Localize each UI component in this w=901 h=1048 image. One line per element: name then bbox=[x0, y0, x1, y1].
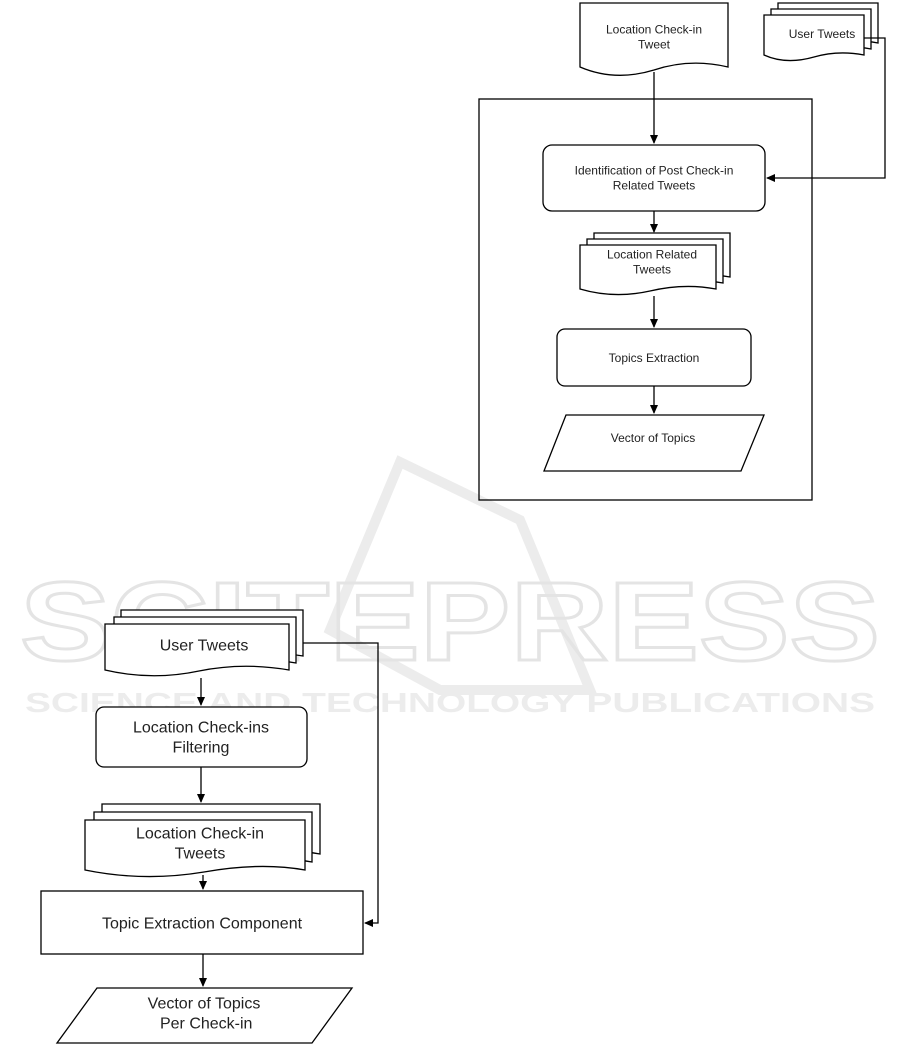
location-related-tweets-doc bbox=[579, 232, 731, 296]
bottom-user-tweets-label: User Tweets bbox=[160, 638, 249, 655]
arrow-usertweets-to-identification bbox=[766, 37, 886, 182]
location-checkin-tweet-doc bbox=[579, 2, 729, 76]
watermark-logo bbox=[323, 455, 598, 695]
vector-of-topics-shape bbox=[543, 414, 765, 472]
top-container-box bbox=[478, 98, 813, 501]
vector-per-checkin-label: Vector of Topics Per Check-in bbox=[148, 996, 261, 1033]
checkin-tweets-doc bbox=[84, 803, 321, 878]
topic-extraction-component-box bbox=[40, 890, 364, 955]
topic-extraction-component-label: Topic Extraction Component bbox=[102, 916, 303, 933]
top-user-tweets-label: User Tweets bbox=[789, 27, 855, 41]
arrow-usertweets-to-component bbox=[303, 642, 379, 927]
topics-extraction-label: Topics Extraction bbox=[609, 351, 700, 365]
bottom-user-tweets-doc bbox=[104, 609, 304, 677]
checkins-filtering-box bbox=[95, 706, 308, 768]
vector-per-checkin-shape bbox=[55, 987, 354, 1044]
top-user-tweets-doc bbox=[763, 2, 879, 62]
vector-of-topics-label: Vector of Topics bbox=[611, 431, 696, 445]
